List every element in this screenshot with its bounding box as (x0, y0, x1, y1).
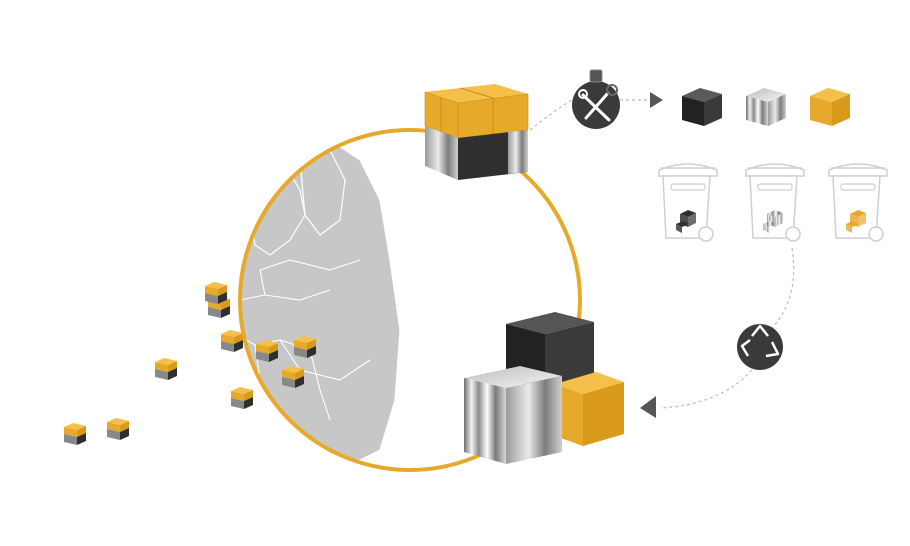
great-britain (118, 240, 165, 325)
arrowhead-new-cubes (640, 396, 656, 418)
iceland (46, 185, 75, 205)
metal-cube-icon (746, 88, 786, 126)
location-marker-cube (231, 387, 253, 409)
arrowhead-materials (650, 92, 663, 108)
bin-yellow-icon (828, 163, 888, 242)
product-module-cube (424, 84, 529, 180)
ireland (86, 280, 113, 315)
yellow-cube-icon (810, 88, 850, 126)
location-marker-cube (107, 418, 129, 440)
europe-location-markers (64, 282, 316, 445)
dark-cube-icon (682, 88, 722, 126)
location-marker-cube (155, 358, 177, 380)
screw-and-wrench-icon (572, 69, 620, 129)
recycle-icon (737, 324, 783, 370)
location-marker-cube (282, 366, 304, 388)
location-marker-cube (256, 340, 278, 362)
dashed-return-path (769, 247, 795, 331)
bin-black-icon (658, 163, 718, 242)
dashed-connector-top (529, 97, 576, 131)
location-marker-cube (205, 282, 227, 304)
mainland-europe (240, 130, 401, 470)
recycling-bins (658, 163, 888, 242)
location-marker-cube (64, 423, 86, 445)
lifecycle-loop (238, 128, 582, 472)
recycled-materials-stack (464, 312, 624, 464)
bin-metal-icon (745, 163, 805, 242)
dashed-arrow-to-new-cubes (659, 369, 753, 409)
location-marker-cube (221, 330, 243, 352)
location-marker-cube (294, 336, 316, 358)
